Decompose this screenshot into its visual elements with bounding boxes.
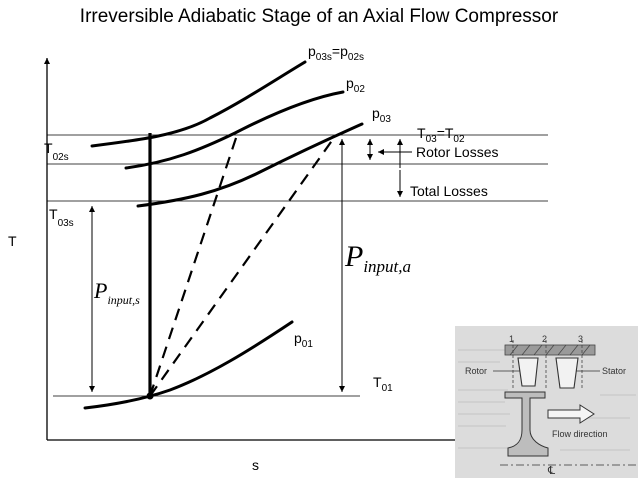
isobar-p03	[136, 122, 364, 208]
rotor-disc	[504, 391, 549, 457]
rotor-losses-label: Rotor Losses	[416, 144, 498, 160]
label-p01: p01	[294, 330, 313, 350]
diagram-title: Irreversible Adiabatic Stage of an Axial…	[79, 6, 559, 27]
svg-text:℄: ℄	[547, 464, 555, 477]
isobar-p03s	[90, 60, 307, 148]
x-axis-label: s	[252, 457, 259, 473]
work-arrows	[89, 139, 345, 392]
label-p03s-p02s: p03s=p02s	[308, 43, 364, 63]
p-input-a-label: Pinput,a	[344, 240, 411, 276]
axes: T s	[8, 58, 475, 473]
process-lines	[148, 134, 337, 397]
temperature-lines	[47, 134, 548, 397]
rotor-process-dashed	[148, 134, 239, 397]
isobar-p01	[83, 320, 294, 410]
stator-blade	[555, 357, 579, 389]
isobar-p02	[124, 90, 345, 170]
stage-sketch-inset: ℄ 1 2 3 Rotor Stator Flow direction	[455, 326, 638, 478]
p-input-s-label: Pinput,s	[93, 278, 140, 307]
stage-process-dashed	[149, 134, 337, 397]
label-t03s: T03s	[49, 206, 74, 229]
stator-label: Stator	[602, 366, 626, 376]
label-p02: p02	[346, 75, 365, 95]
rotor-label: Rotor	[465, 366, 487, 376]
label-t01: T01	[373, 374, 393, 394]
isobars	[83, 60, 364, 410]
y-axis-label: T	[8, 233, 17, 249]
label-t02s: T02s	[44, 140, 69, 163]
label-p03: p03	[372, 105, 391, 125]
flow-direction-label: Flow direction	[552, 429, 608, 439]
station-1-label: 1	[509, 334, 514, 344]
label-t03-t02: T03=T02	[417, 125, 465, 145]
station-2-label: 2	[542, 334, 547, 344]
state-point-01	[146, 392, 154, 400]
loss-arrows	[367, 139, 412, 197]
station-3-label: 3	[578, 334, 583, 344]
flow-direction-arrow	[547, 404, 595, 424]
total-losses-label: Total Losses	[410, 183, 488, 199]
rotor-blade	[517, 357, 539, 387]
